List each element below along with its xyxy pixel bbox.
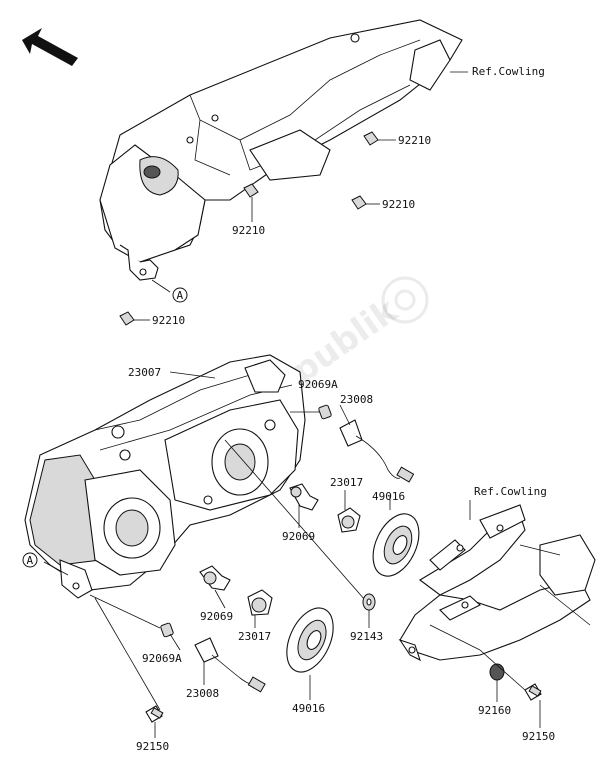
front-direction-arrow — [22, 28, 78, 66]
label-92069A-top: 92069A — [298, 378, 338, 391]
headlight-housing-23007 — [24, 354, 306, 599]
socket-23017-bottom — [247, 589, 273, 616]
clip-92210-a — [363, 131, 379, 146]
callout-a-left-text: A — [27, 554, 34, 567]
label-23017-bottom: 23017 — [238, 630, 271, 643]
bolt-92150-right — [524, 683, 542, 701]
label-ref-cowling-top: Ref.Cowling — [472, 65, 545, 78]
label-92210-b: 92210 — [382, 198, 415, 211]
callout-a-top-text: A — [177, 289, 184, 302]
bulb-92069A-bottom — [160, 622, 174, 638]
label-92069-bottom: 92069 — [200, 610, 233, 623]
label-49016-bottom: 49016 — [292, 702, 325, 715]
cover-49016-bottom — [286, 607, 334, 673]
label-92069-top: 92069 — [282, 530, 315, 543]
bolt-92150-left — [145, 705, 164, 723]
label-92150-left: 92150 — [136, 740, 169, 753]
label-92069A-bottom: 92069A — [142, 652, 182, 665]
label-92150-right: 92150 — [522, 730, 555, 743]
headlight-bracket-frame — [398, 504, 596, 662]
callout-a-left: A — [22, 552, 38, 568]
socket-23008-top — [339, 419, 415, 483]
label-92143: 92143 — [350, 630, 383, 643]
cover-49016-top — [372, 513, 420, 577]
clip-92210-c — [243, 183, 259, 198]
socket-23017-top — [337, 507, 361, 533]
grommet-92143 — [362, 593, 376, 611]
label-92210-d: 92210 — [152, 314, 185, 327]
label-23017-top: 23017 — [330, 476, 363, 489]
bulb-92069-bottom — [199, 565, 231, 591]
label-49016-top: 49016 — [372, 490, 405, 503]
label-23008-top: 23008 — [340, 393, 373, 406]
clip-92210-d — [119, 311, 135, 326]
bulb-92069-top — [289, 483, 319, 511]
label-92210-c: 92210 — [232, 224, 265, 237]
clip-92210-b — [351, 195, 367, 210]
callout-a-top: A — [172, 287, 188, 303]
label-23008-bottom: 23008 — [186, 687, 219, 700]
label-23007: 23007 — [128, 366, 161, 379]
bulb-92069A-top — [318, 404, 332, 420]
grommet-92160 — [489, 663, 505, 681]
label-92160: 92160 — [478, 704, 511, 717]
label-ref-cowling-right: Ref.Cowling — [474, 485, 547, 498]
cowling-bracket-assembly — [99, 19, 463, 281]
socket-23008-bottom — [194, 637, 266, 693]
label-92210-a: 92210 — [398, 134, 431, 147]
